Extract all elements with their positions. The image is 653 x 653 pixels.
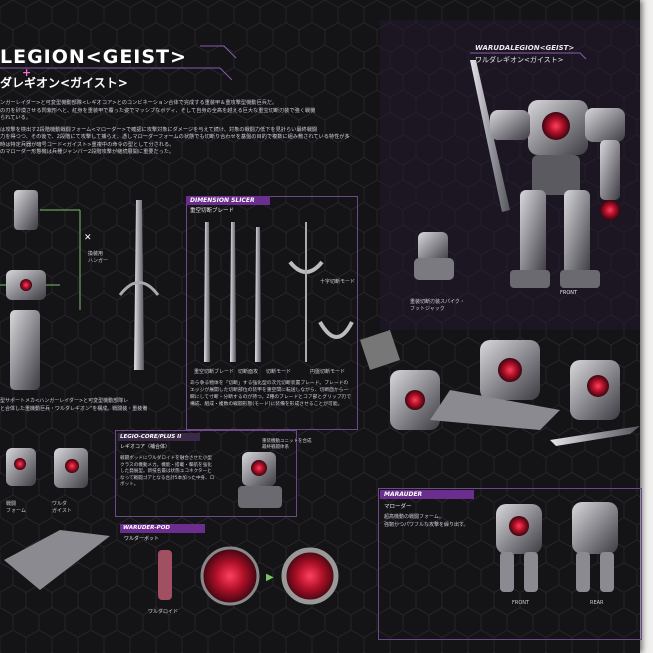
pod-band: WARUDER-POD <box>120 524 205 533</box>
legion-core-frame <box>115 430 297 517</box>
legion-core-band: LEGIO-CORE/PLUS II <box>118 433 200 441</box>
right-header-line <box>470 52 587 60</box>
foot-caption: 重装切断刃装スパイク・ フットジャック <box>410 299 465 312</box>
left-caption-2: ワルダ ガイスト <box>52 501 72 514</box>
main-robot-illustration <box>470 60 625 288</box>
intro-text: ンガーレイダー>と可変型機動部隊<レギオコア>とのコンビネーション合体で完成する… <box>0 100 350 155</box>
marauder-band: MARAUDER <box>380 490 474 499</box>
pod-jp: ワルダーボット <box>124 536 160 542</box>
left-caption-1: 戦闘 フォーム <box>6 501 26 514</box>
legion-core-jp: レギオコア（補合体） <box>120 444 171 450</box>
support-text: 型サポートメカ<ハンガーレイダー>と可変型機動部隊レ と合体した重機動巨兵・ワル… <box>0 398 148 412</box>
right-title-japanese: ワルダレギオン<ガイスト> <box>475 56 564 64</box>
right-title-english: WARUDALEGION<GEIST> <box>475 44 575 52</box>
dimension-slicer-jp: 重空切断ブレード <box>190 208 235 214</box>
legion-core-note: 重装機動ユニットを合成 最終戦闘体系 <box>262 439 312 450</box>
marauder-front-label: FRONT <box>512 600 530 606</box>
svg-text:✕: ✕ <box>84 233 92 243</box>
legion-core-robot <box>238 452 282 508</box>
header-frame <box>0 45 237 81</box>
blade-caption-4: 円盤切断モード <box>310 369 346 375</box>
dimension-slicer-band: DIMENSION SLICER <box>186 196 270 205</box>
hanger-label: 換装用 ハンガー <box>88 251 109 264</box>
legion-core-text: 戦闘ボッドにワルダロイドを融合させた小型クラスの機動メカ。機能・搭載・撃航を強化… <box>120 456 215 487</box>
title-japanese: ダレギオン<ガイスト> <box>0 76 128 90</box>
assembly-diagram: ✕ <box>0 190 92 390</box>
title-english: LEGION<GEIST> <box>0 46 187 68</box>
pod-illustration: ▶ <box>158 546 339 606</box>
blade-variants <box>204 222 354 362</box>
blade-caption-5: 十字切断モード <box>320 279 356 285</box>
marauder-text: 超高機動の戦闘フォーム。 強靭かつパワフルな攻撃を繰り出す。 <box>384 514 469 528</box>
svg-text:▶: ▶ <box>266 572 274 583</box>
foot-detail-illustration <box>414 232 454 280</box>
left-bottom-robots <box>4 448 110 590</box>
blade-caption-3: 切断モード <box>266 369 292 375</box>
marauder-rear-label: REAR <box>590 600 604 606</box>
plus-mark: + <box>22 66 32 79</box>
marauder-frame <box>378 488 642 640</box>
dimension-slicer-frame <box>186 196 358 430</box>
blade-caption-1: 重空切断ブレード <box>194 369 235 375</box>
marauder-robots <box>496 502 618 592</box>
sword-illustration <box>118 200 160 370</box>
blade-caption-2: 切断面攻 <box>238 369 259 375</box>
blade-description: あら争る物体を「切断」する強化型の次元切断装置ブレード。ブレードのエッジが展開し… <box>190 381 352 407</box>
front-label: FRONT <box>560 290 578 296</box>
marauder-jp: マローダー <box>384 504 412 510</box>
pod-caption: ワルダロイド <box>148 609 179 615</box>
action-robots <box>360 330 640 446</box>
